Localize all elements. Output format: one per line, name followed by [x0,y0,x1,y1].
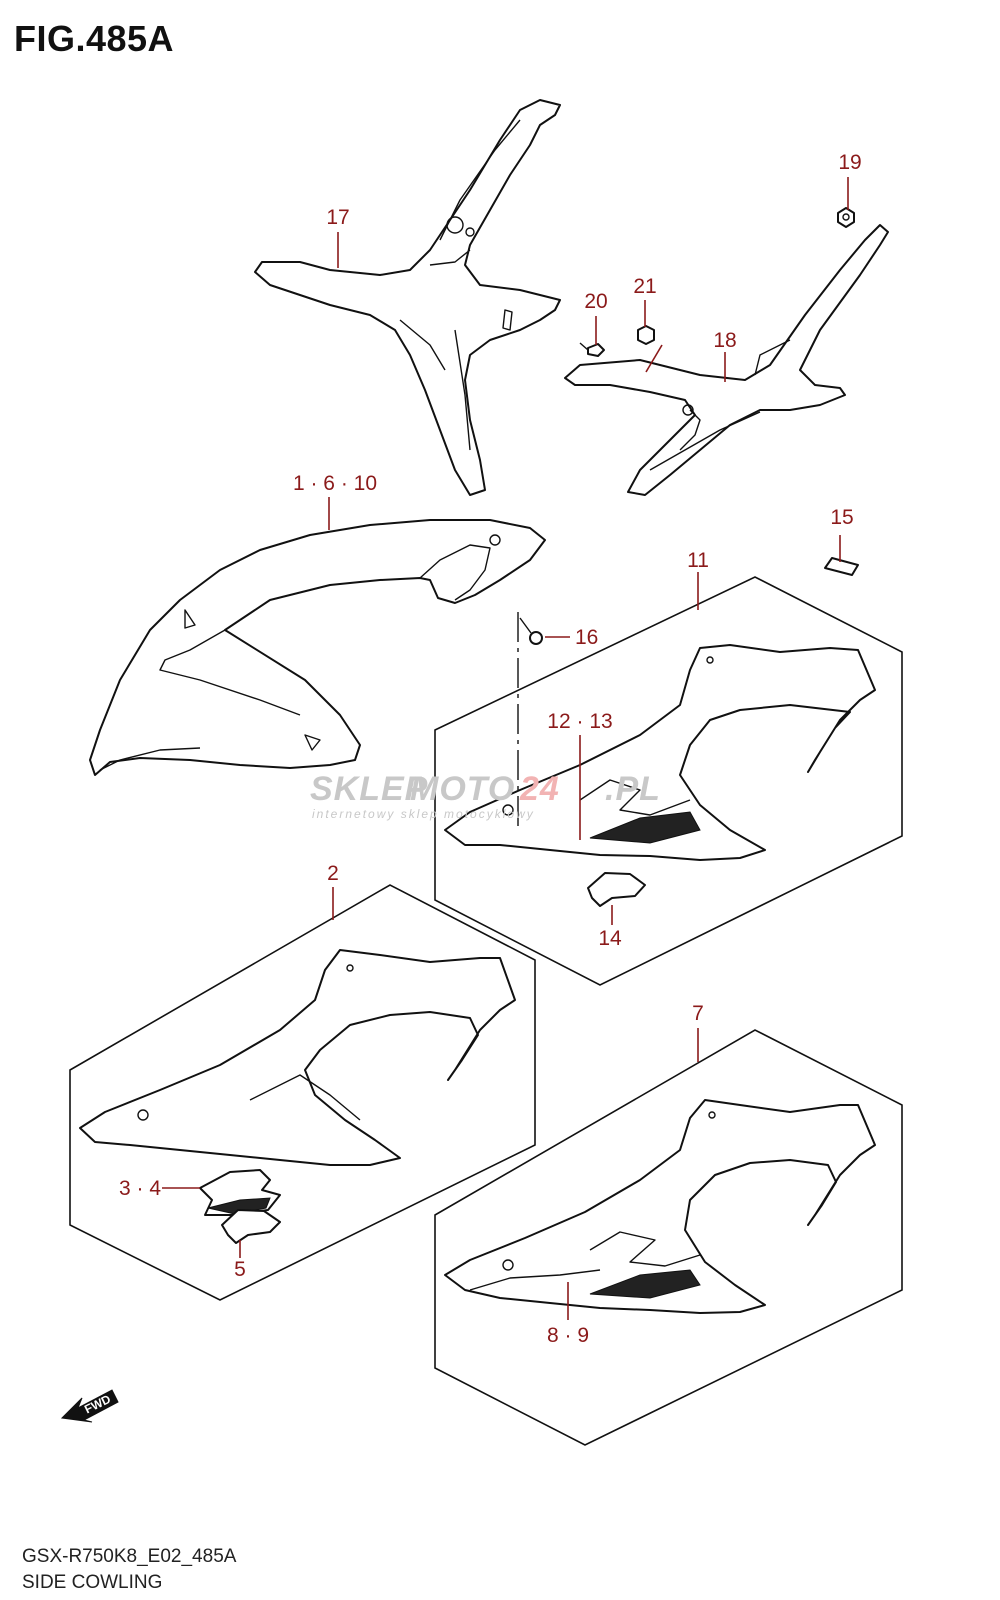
part-21-nut[interactable] [637,325,655,345]
part-2-side-cowling[interactable] [79,949,516,1166]
part-7-assembly-box [434,1029,903,1446]
callout-12-13: 12 · 13 [547,710,612,733]
part-16-screw[interactable] [517,612,543,830]
part-20-screw[interactable] [579,342,605,357]
part-14-emblem[interactable] [587,872,646,907]
callout-5: 5 [234,1258,246,1281]
watermark-brand-c: 24 [519,770,560,808]
watermark-brand-d: .PL [605,770,661,808]
part-1-6-10-side-cowling[interactable] [89,519,546,776]
callout-16: 16 [575,626,598,649]
part-5-emblem[interactable] [221,1209,281,1244]
figure-code: GSX-R750K8_E02_485A [22,1546,237,1567]
watermark-brand-a: SKLEP [310,770,428,808]
forward-direction-indicator: FWD [60,1389,119,1423]
part-2-assembly-box [69,884,536,1301]
part-18-bracket[interactable] [564,224,889,496]
part-17-inner-panel[interactable] [254,99,561,496]
part-11-assembly-box [434,576,903,986]
callout-8-9: 8 · 9 [547,1324,589,1347]
watermark-tagline: internetowy sklep motocyklowy [312,807,535,821]
part-15-cushion[interactable] [824,557,859,576]
part-11-side-cowling[interactable] [444,644,876,861]
figure-title: FIG.485A [14,18,175,59]
part-7-side-cowling[interactable] [444,1099,876,1314]
fwd-arrow-icon [60,1389,119,1423]
callout-1-6-10: 1 · 6 · 10 [293,472,377,495]
callout-labels: 17 19 20 21 18 1 · 6 · 10 15 11 16 12 · … [119,151,862,1347]
callout-21: 21 [633,275,656,298]
callout-17: 17 [326,206,349,229]
part-19-nut[interactable] [837,207,855,228]
callout-11: 11 [687,549,709,572]
leader-lines [162,177,849,1320]
callout-2: 2 [327,862,339,885]
watermark-brand-b: MOTO [410,770,515,808]
part-3-4-decal[interactable] [199,1169,281,1216]
callout-19: 19 [838,151,861,174]
callout-20: 20 [584,290,607,313]
callout-3-4: 3 · 4 [119,1177,161,1200]
callout-14: 14 [598,927,622,950]
callout-15: 15 [830,506,853,529]
callout-18: 18 [713,329,736,352]
watermark: SKLEP MOTO 24 .PL internetowy sklep moto… [310,770,661,821]
callout-7: 7 [692,1002,704,1025]
figure-name: SIDE COWLING [22,1572,163,1593]
